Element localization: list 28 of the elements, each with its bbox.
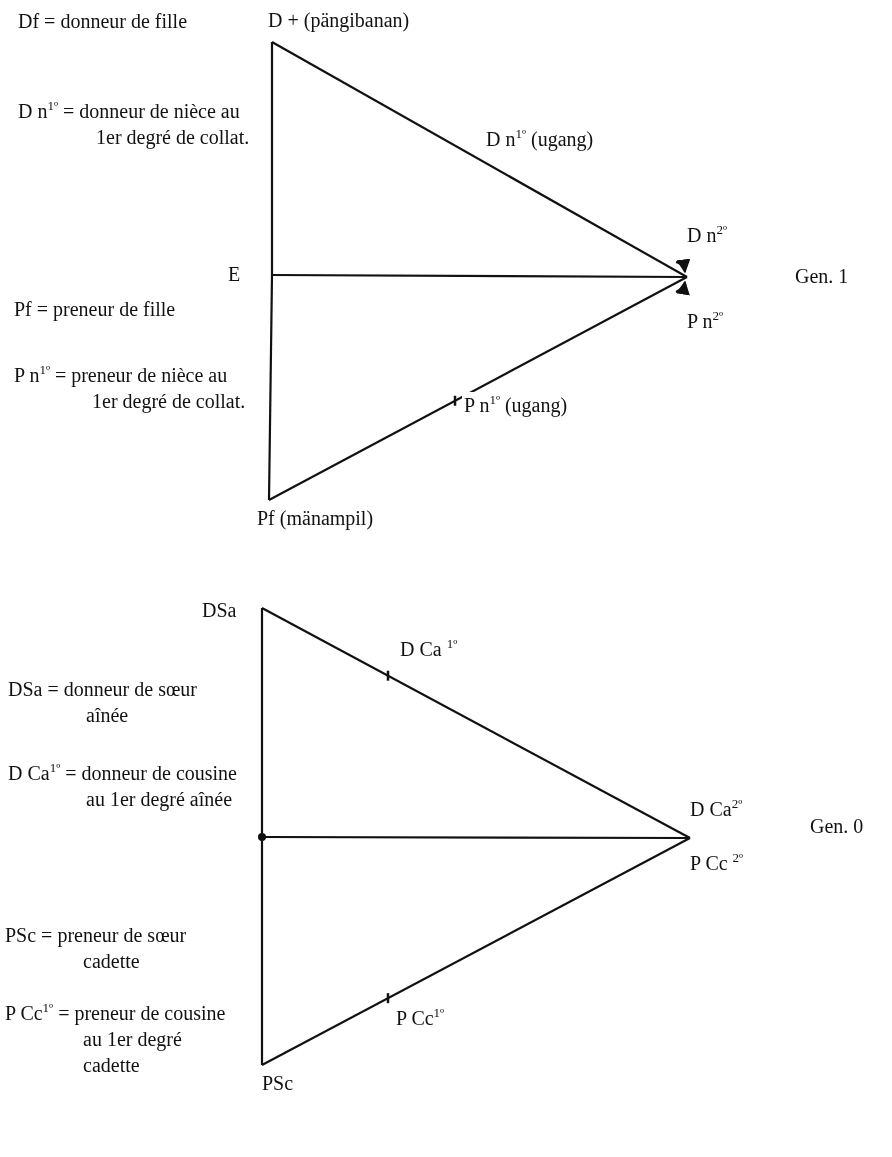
connector-line [267, 275, 274, 500]
vertex-label: D n$^{2º}$ [687, 222, 727, 247]
definition-text: DSa = donneur de sœur aînée [8, 677, 199, 728]
edge-label: P n$^{1º}$ (ugang) [462, 392, 570, 417]
connector-line [261, 837, 691, 1066]
vertex-label: D + (pängibanan) [268, 8, 410, 32]
junction-dot [258, 833, 266, 841]
vertex-label: E [228, 262, 241, 286]
generation-label: Gen. 0 [810, 815, 864, 838]
definition-text: PSc = preneur de sœur cadette [5, 923, 188, 974]
definition-text: P Cc$^{1º}$ = preneur de cousine au 1er degré cadette [5, 1000, 227, 1078]
generation-label: Gen. 1 [795, 265, 849, 288]
connector-line [271, 41, 688, 278]
definition-text: D n$^{1º}$ = donneur de nièce au 1er degré de collat. [18, 98, 250, 150]
vertex-label: D Ca$^{2º}$ [690, 796, 743, 821]
vertex-label: P Cc $^{2º}$ [690, 850, 744, 875]
definition-text: Df = donneur de fille [18, 9, 188, 34]
definition-text: D Ca$^{1º}$ = donneur de cousine au 1er degré aînée [8, 760, 238, 812]
vertex-label: PSc [262, 1071, 294, 1095]
vertex-label: DSa [202, 598, 237, 622]
definition-text: Pf = preneur de fille [14, 297, 177, 322]
definition-text: P n$^{1º}$ = preneur de nièce au 1er degré de collat. [14, 362, 247, 414]
connector-line [272, 273, 687, 279]
connector-line [268, 276, 688, 501]
vertex-label: P n$^{2º}$ [687, 308, 723, 333]
connector-line [270, 42, 274, 275]
vertex-label: Pf (mänampil) [257, 506, 374, 530]
connector-line [261, 607, 691, 839]
